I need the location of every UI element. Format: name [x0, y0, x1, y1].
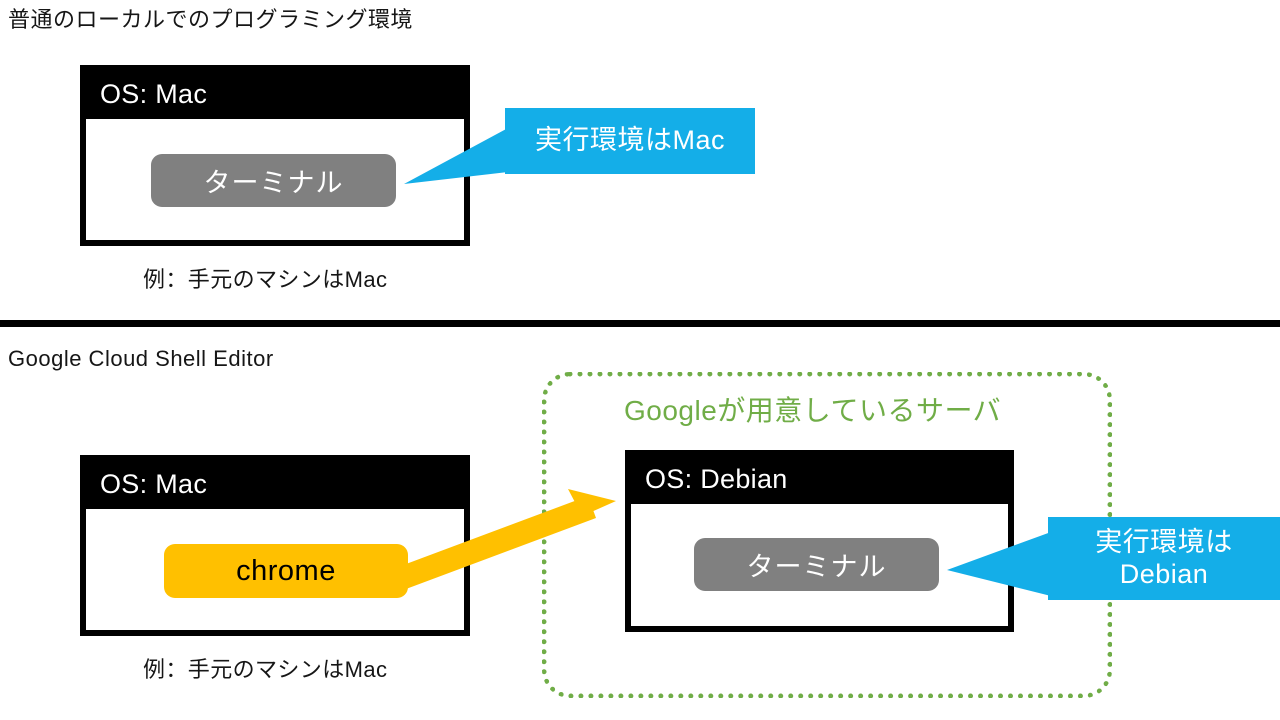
callout-local-runtime: 実行環境はMac: [505, 108, 755, 174]
caption-cloud-machine: 例：手元のマシンはMac: [143, 657, 388, 682]
machine-box-local-mac: OS: Mac ターミナル: [80, 65, 470, 246]
callout-server-runtime-line1: 実行環境は: [1095, 526, 1233, 557]
machine-body-cloud-mac: chrome: [86, 509, 464, 622]
os-label-server-debian: OS: Debian: [631, 456, 1008, 504]
caption-local-machine: 例：手元のマシンはMac: [143, 267, 388, 292]
callout-server-runtime-line2: Debian: [1119, 558, 1209, 589]
machine-body-server-debian: ターミナル: [631, 504, 1008, 618]
server-region-label: Googleが用意しているサーバ: [624, 395, 1002, 426]
app-button-chrome[interactable]: chrome: [164, 544, 408, 598]
machine-box-server-debian: OS: Debian ターミナル: [625, 450, 1014, 632]
app-button-terminal-local[interactable]: ターミナル: [151, 154, 396, 207]
callout-server-runtime: 実行環境は Debian: [1048, 517, 1280, 600]
section-divider: [0, 320, 1280, 327]
machine-box-cloud-mac: OS: Mac chrome: [80, 455, 470, 636]
app-button-terminal-server[interactable]: ターミナル: [694, 538, 939, 591]
machine-body-local-mac: ターミナル: [86, 119, 464, 232]
os-label-cloud-mac: OS: Mac: [86, 461, 464, 509]
section-title-local: 普通のローカルでのプログラミング環境: [8, 7, 414, 32]
os-label-local-mac: OS: Mac: [86, 71, 464, 119]
section-title-cloud-shell: Google Cloud Shell Editor: [8, 346, 274, 371]
